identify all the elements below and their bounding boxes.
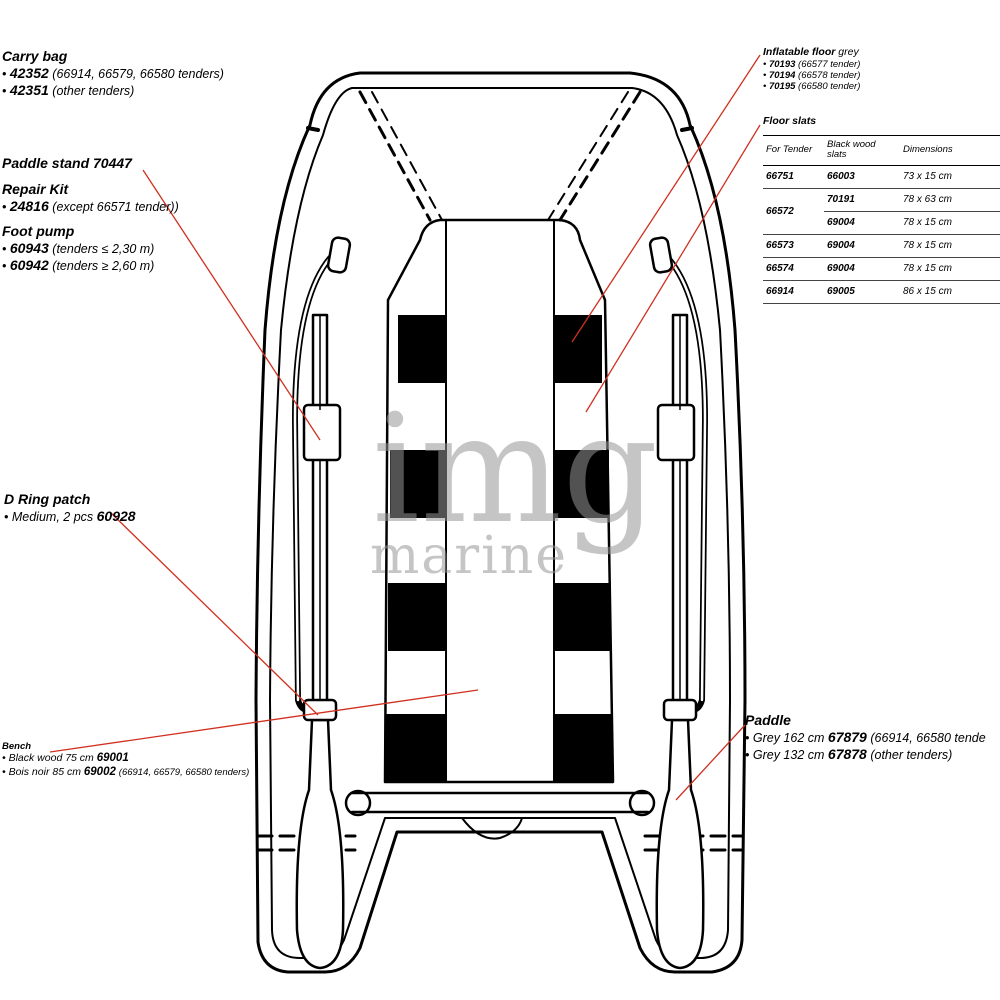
table-cell-slats: 69005	[824, 280, 900, 304]
bench-note-2: (66914, 66579, 66580 tenders)	[118, 767, 250, 779]
table-cell-slats: 69004	[824, 234, 900, 258]
leader-inflatable-floor	[571, 54, 761, 343]
foot-pump-code-2: 60942	[9, 256, 49, 273]
floor-slats-title: Floor slats	[763, 115, 817, 127]
inflatable-floor-code-2: 70194	[768, 69, 796, 81]
floor-slats-table: For Tender Black wood slats Dimensions 6…	[763, 135, 1000, 304]
carry-bag-code-1: 42352	[9, 64, 49, 81]
bench-text-2: Bois noir 85 cm	[8, 766, 81, 779]
table-header-tender: For Tender	[763, 135, 824, 166]
table-row: 66572 70191 78 x 63 cm	[763, 188, 1000, 235]
bench-title: Bench	[2, 741, 32, 752]
inflatable-floor-note-2: (66578 tender)	[798, 69, 861, 81]
bench-block: Bench • Black wood 75 cm 69001 • Bois no…	[2, 741, 250, 779]
inflatable-floor-code-1: 70193	[768, 58, 796, 70]
bow-seam-right	[558, 90, 642, 222]
carry-bag-block: Carry bag • 42352 (66914, 66579, 66580 t…	[2, 48, 224, 98]
table-cell-slats: 66003	[824, 165, 900, 189]
paddle-code-1: 67879	[827, 728, 867, 745]
d-ring-block: D Ring patch • Medium, 2 pcs 60928	[4, 491, 136, 524]
table-row: 69004 78 x 15 cm	[763, 211, 1000, 235]
table-row: 66751 66003 73 x 15 cm	[763, 165, 1000, 189]
repair-kit-title: Repair Kit	[2, 181, 69, 197]
paddle-text-2: Grey 132 cm	[752, 747, 825, 762]
table-cell-tender: 66573	[763, 234, 824, 258]
paddle-block: Paddle • Grey 162 cm 67879 (66914, 66580…	[745, 712, 1000, 763]
table-cell-tender: 66914	[763, 280, 824, 304]
paddle-stand-title: Paddle stand 70447	[2, 155, 132, 171]
d-ring-text: Medium, 2 pcs	[11, 509, 94, 524]
leader-paddle-stand	[142, 169, 321, 441]
floor-slats-graphic	[386, 315, 613, 782]
carry-bag-note-1: (66914, 66579, 66580 tenders)	[52, 66, 224, 81]
carry-bag-note-2: (other tenders)	[52, 83, 135, 98]
inflatable-floor-note-1: (66577 tender)	[798, 58, 861, 70]
carry-bag-title: Carry bag	[2, 48, 68, 64]
leader-paddle	[675, 724, 746, 801]
foot-pump-code-1: 60943	[9, 239, 49, 256]
hull-inner	[269, 87, 731, 959]
table-row: 66574 69004 78 x 15 cm	[763, 257, 1000, 281]
leader-lines	[49, 54, 761, 801]
table-cell-dim: 78 x 15 cm	[900, 257, 1000, 281]
table-cell-tender: 66574	[763, 257, 824, 281]
table-header-slats: Black wood slats	[824, 135, 900, 166]
bench-code-1: 69001	[96, 752, 129, 765]
inflatable-floor-note-3: (66580 tender)	[798, 81, 861, 93]
inflatable-floor-code-3: 70195	[768, 81, 796, 93]
paddle-right	[655, 313, 705, 970]
bow-seam-left	[358, 90, 432, 222]
inflatable-floor-suffix: grey	[838, 46, 859, 58]
table-header-row: For Tender Black wood slats Dimensions	[763, 135, 1000, 166]
table-cell-dim: 78 x 63 cm	[900, 188, 1000, 212]
leader-d-ring	[109, 511, 319, 716]
table-cell-slats: 69004	[824, 257, 900, 281]
inflatable-floor-block: Inflatable floor grey • 70193 (66577 ten…	[763, 46, 861, 93]
carry-bag-code-2: 42351	[9, 81, 49, 98]
table-cell-dim: 78 x 15 cm	[900, 211, 1000, 235]
paddle-note-2: (other tenders)	[870, 747, 953, 762]
repair-kit-code: 24816	[9, 197, 49, 214]
paddle-left	[295, 313, 345, 970]
table-cell-tender: 66751	[763, 165, 824, 189]
paddle-text-1: Grey 162 cm	[752, 730, 825, 745]
d-ring-code: 60928	[96, 507, 136, 524]
table-row: 66573 69004 78 x 15 cm	[763, 234, 1000, 258]
table-cell-dim: 78 x 15 cm	[900, 234, 1000, 258]
d-ring-title: D Ring patch	[4, 491, 91, 507]
bench-text-1: Black wood 75 cm	[8, 752, 94, 765]
table-cell-dim: 86 x 15 cm	[900, 280, 1000, 304]
table-cell-slats: 70191	[824, 188, 900, 212]
table-cell-slats: 69004	[824, 211, 900, 235]
foot-pump-note-2: (tenders ≥ 2,60 m)	[52, 258, 155, 273]
inflatable-floor-title: Inflatable floor	[763, 46, 836, 58]
leader-bench	[49, 689, 479, 753]
repair-kit-block: Repair Kit • 24816 (except 66571 tender)…	[2, 181, 179, 214]
table-row: 66914 69005 86 x 15 cm	[763, 280, 1000, 304]
repair-kit-note: (except 66571 tender))	[52, 199, 179, 214]
table-cell-dim: 73 x 15 cm	[900, 165, 1000, 189]
foot-pump-title: Foot pump	[2, 223, 75, 239]
table-header-dimensions: Dimensions	[900, 135, 1000, 166]
bench-code-2: 69002	[83, 766, 116, 779]
paddle-stand-block: Paddle stand 70447	[2, 155, 132, 172]
hull-outline	[254, 71, 747, 974]
leader-floor-slats	[585, 124, 761, 413]
paddle-title: Paddle	[745, 712, 791, 728]
paddle-code-2: 67878	[827, 745, 867, 762]
table-cell-tender: 66572	[763, 188, 824, 235]
foot-pump-note-1: (tenders ≤ 2,30 m)	[52, 241, 155, 256]
foot-pump-block: Foot pump • 60943 (tenders ≤ 2,30 m) • 6…	[2, 223, 155, 273]
paddle-note-1: (66914, 66580 tende	[870, 730, 986, 745]
